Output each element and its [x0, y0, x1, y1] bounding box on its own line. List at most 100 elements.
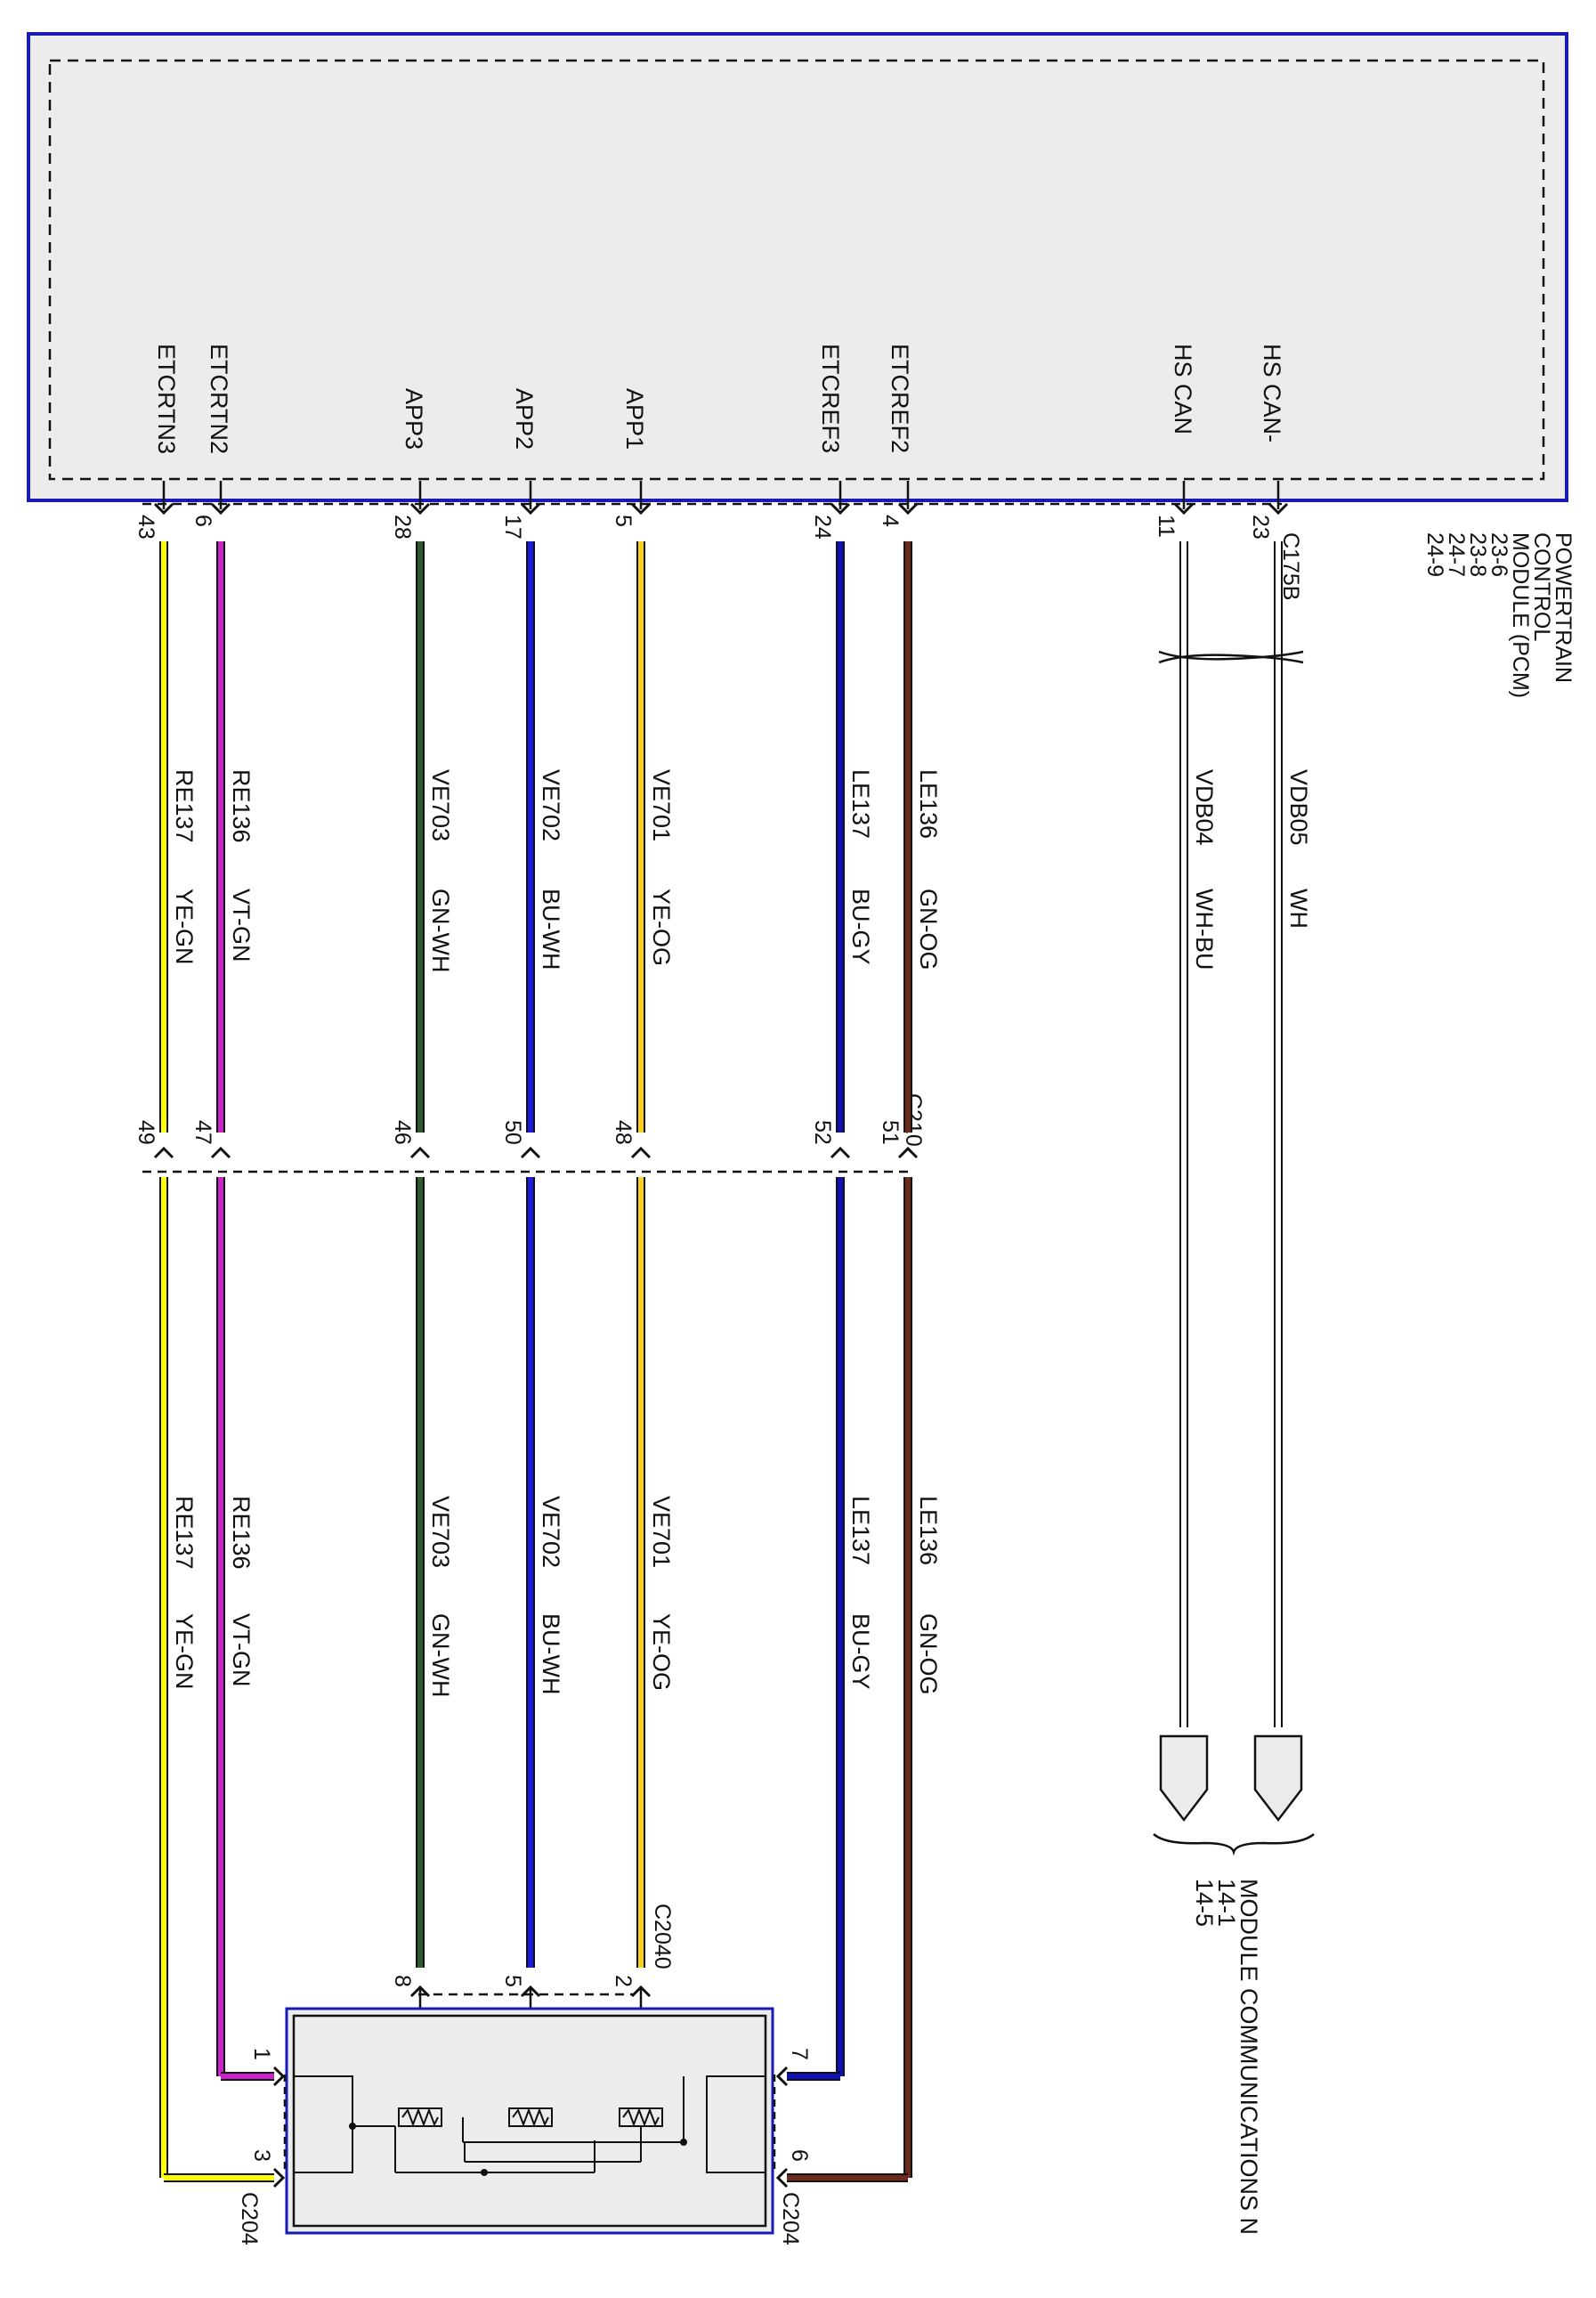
wire-color-label: GN-WH: [427, 889, 454, 972]
wire-circuit-label: VDB04: [1191, 769, 1218, 846]
pcm-pin-number: 28: [390, 515, 415, 540]
pcm-pin-number: 23: [1248, 515, 1273, 540]
pcm-signal-label: ETCREF3: [817, 344, 844, 453]
wire-circuit-label: RE136: [228, 1496, 255, 1570]
wire-color-label: BU-WH: [538, 1613, 564, 1694]
pcm-signal-label: ETCRTN2: [206, 344, 232, 454]
pedal-sensor-inner-box: [292, 2014, 767, 2228]
wire-circuit-label: VE701: [648, 769, 675, 841]
pcm-pin-number: 24: [810, 515, 835, 540]
c204-pin-number: 1: [249, 2048, 274, 2060]
pedal-junction-dot: [481, 2169, 488, 2176]
c204-pin-arrow: [272, 2167, 286, 2188]
c204-pin-number: 3: [249, 2149, 274, 2162]
potentiometer-zigzag: [622, 2107, 660, 2127]
pcm-signal-label: APP2: [511, 388, 538, 450]
wire-color-label: YE-GN: [171, 1613, 198, 1690]
pcm-title-line: POWERTRAIN: [1551, 532, 1576, 683]
pedal-sensor-component: [283, 2007, 776, 2235]
pcm-pin-number: 11: [1154, 515, 1179, 538]
wire-color-label: VT-GN: [228, 1613, 255, 1687]
pcm-inner-dashed-box: [48, 59, 1545, 481]
pcm-pin-number: 43: [134, 515, 158, 540]
c210-pin-number: 50: [500, 1120, 525, 1145]
wire-circuit-label: RE137: [171, 1496, 198, 1570]
wire-color-label: WH: [1285, 889, 1312, 929]
potentiometers: [398, 2107, 663, 2127]
c210-pin-number: 49: [134, 1120, 158, 1145]
c204-pin-arrow: [272, 2066, 286, 2087]
wire-color-label: WH-BU: [1191, 889, 1218, 970]
potentiometer-zigzag: [512, 2107, 549, 2127]
pcm-pin-arrow: [409, 502, 431, 516]
wire-color-label: GN-OG: [915, 1613, 942, 1695]
wire-color-label: VT-GN: [228, 889, 255, 962]
c210-pin-arrow: [409, 1146, 431, 1159]
c210-pin-arrow: [210, 1146, 231, 1159]
pcm-title-line: 23-6: [1487, 532, 1511, 577]
c2040-pin-number: 2: [611, 1975, 636, 1987]
wire-color-label: GN-WH: [427, 1613, 454, 1697]
pcm-pin-arrow: [897, 502, 919, 516]
wire-color-label: BU-WH: [538, 889, 564, 970]
wires-layer: 4349RE137YE-GNRE137YE-GN3647RE136VT-GNRE…: [134, 481, 942, 2188]
c210-pin-arrow: [520, 1146, 541, 1159]
c210-pin-number: 52: [810, 1120, 835, 1145]
pcm-pin-arrow: [520, 502, 541, 516]
wire-circuit-label: VDB05: [1285, 769, 1312, 846]
potentiometer-zigzag: [401, 2107, 439, 2127]
c210-pin-number: 51: [878, 1120, 903, 1145]
pcm-outer-box: [27, 32, 1568, 502]
pcm-module: [27, 32, 1568, 502]
wire-color-label: YE-OG: [648, 1613, 675, 1691]
pcm-pin-arrow: [1268, 502, 1289, 516]
wire-color-label: GN-OG: [915, 889, 942, 970]
wire-circuit-label: LE136: [915, 769, 942, 839]
pcm-pin-arrow: [630, 502, 652, 516]
wire-circuit-label: VE703: [427, 1496, 454, 1568]
c210-pin-arrow: [830, 1146, 851, 1159]
c210-pin-arrow: [153, 1146, 174, 1159]
wire-color-label: YE-GN: [171, 889, 198, 965]
c204-pin-arrow: [775, 2066, 789, 2087]
c2040-label: C2040: [650, 1904, 675, 1969]
pcm-pin-number: 6: [190, 515, 215, 527]
c204-pin-number: 6: [787, 2149, 812, 2162]
pcm-signal-label: HS CAN-: [1259, 344, 1285, 443]
wire-circuit-label: LE136: [915, 1496, 942, 1565]
c204-right-label: C204: [778, 2192, 803, 2245]
wire-circuit-label: VE703: [427, 769, 454, 841]
c210-pin-number: 48: [611, 1120, 636, 1145]
c2040-pin-number: 8: [390, 1975, 415, 1987]
wire-circuit-label: RE136: [228, 769, 255, 843]
pcm-pin-arrow: [210, 502, 231, 516]
wire-circuit-label: VE702: [538, 1496, 564, 1568]
module-comm-line: 14-5: [1191, 1879, 1218, 1927]
pcm-signal-label: ETCREF2: [887, 344, 913, 453]
pcm-pin-number: 4: [878, 515, 903, 527]
wire-circuit-label: LE137: [847, 1496, 874, 1565]
pcm-title-line: 24-7: [1444, 532, 1469, 577]
pcm-signal-label: APP3: [401, 388, 427, 450]
pcm-title-line: MODULE (PCM): [1508, 532, 1533, 698]
can-page-connector: [1159, 1734, 1209, 1823]
module-comm-line: MODULE COMMUNICATIONS N: [1235, 1879, 1262, 2235]
pcm-title-line: 24-9: [1422, 532, 1447, 577]
c210-pin-arrow: [897, 1146, 919, 1159]
pcm-signal-labels: ETCRTN3 ETCRTN2 APP3 APP2 APP1 ETCREF3 E…: [153, 344, 1285, 454]
module-comm-label: MODULE COMMUNICATIONS N 14-1 14-5: [1191, 1879, 1262, 2242]
pcm-pin-arrow: [1173, 502, 1195, 516]
pcm-title-line: CONTROL: [1529, 532, 1554, 641]
wire-circuit-label: VE702: [538, 769, 564, 841]
pedal-junction-dot: [349, 2123, 356, 2130]
pcm-title-line: 23-8: [1465, 532, 1490, 577]
pedal-junction-dot: [680, 2139, 687, 2146]
pcm-signal-label: ETCRTN3: [153, 344, 180, 454]
pcm-pin-number: 17: [500, 515, 525, 540]
pcm-pin-arrow: [830, 502, 851, 516]
can-page-connector: [1253, 1734, 1303, 1823]
c204-pin-number: 7: [787, 2048, 812, 2060]
c2040-pin-number: 5: [500, 1975, 525, 1987]
